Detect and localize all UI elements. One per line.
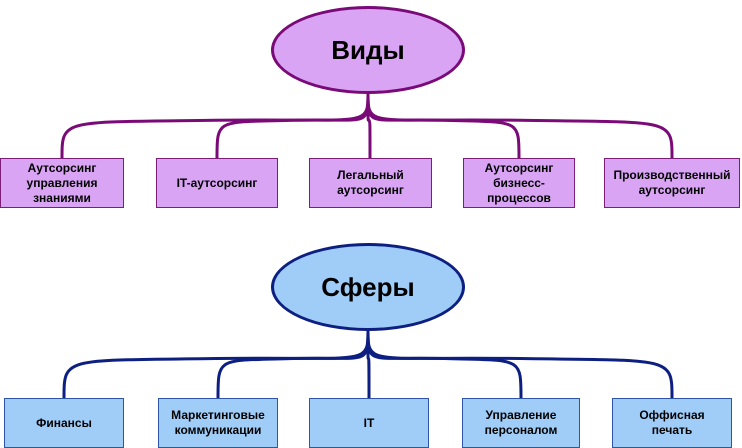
type-box-knowledge: Аутсорсинг управления знаниями bbox=[0, 158, 124, 208]
type-connector-1 bbox=[215, 92, 370, 159]
sphere-box-hr: Управление персоналом bbox=[462, 398, 580, 448]
sphere-connector-2 bbox=[366, 329, 371, 399]
spheres-ellipse: Сферы bbox=[271, 243, 465, 331]
type-connector-2 bbox=[366, 92, 372, 159]
bottom-connectors bbox=[62, 329, 674, 399]
type-box-it: IT-аутсорсинг bbox=[156, 158, 278, 208]
type-label-knowledge: Аутсорсинг управления знаниями bbox=[26, 160, 98, 205]
type-label-it: IT-аутсорсинг bbox=[176, 175, 258, 190]
sphere-box-finance: Финансы bbox=[4, 398, 124, 448]
type-label-legal: Легальный аутсорсинг bbox=[337, 168, 404, 197]
top-connectors bbox=[60, 92, 674, 159]
sphere-box-marketing: Маркетинговые коммуникации bbox=[158, 398, 278, 448]
sphere-label-it: IT bbox=[363, 415, 375, 430]
type-connector-4 bbox=[366, 92, 674, 159]
spheres-title: Сферы bbox=[321, 271, 415, 302]
type-connector-3 bbox=[366, 92, 521, 159]
sphere-connector-1 bbox=[216, 329, 370, 399]
type-label-business: Аутсорсинг бизнесс- процессов bbox=[484, 160, 554, 205]
sphere-label-printing: Оффисная печать bbox=[639, 408, 705, 437]
sphere-connector-0 bbox=[62, 329, 370, 399]
type-box-production: Производственный аутсорсинг bbox=[604, 158, 740, 208]
sphere-connector-4 bbox=[366, 329, 674, 399]
sphere-box-printing: Оффисная печать bbox=[612, 398, 732, 448]
types-title: Виды bbox=[331, 34, 405, 65]
type-box-legal: Легальный аутсорсинг bbox=[309, 158, 432, 208]
type-box-business: Аутсорсинг бизнесс- процессов bbox=[463, 158, 575, 208]
sphere-label-finance: Финансы bbox=[36, 415, 92, 430]
types-ellipse: Виды bbox=[271, 6, 465, 94]
type-label-production: Производственный аутсорсинг bbox=[613, 168, 731, 197]
sphere-box-it: IT bbox=[309, 398, 429, 448]
sphere-label-hr: Управление персоналом bbox=[484, 408, 558, 437]
type-connector-0 bbox=[60, 92, 370, 159]
sphere-label-marketing: Маркетинговые коммуникации bbox=[171, 408, 265, 437]
sphere-connector-3 bbox=[366, 329, 523, 399]
